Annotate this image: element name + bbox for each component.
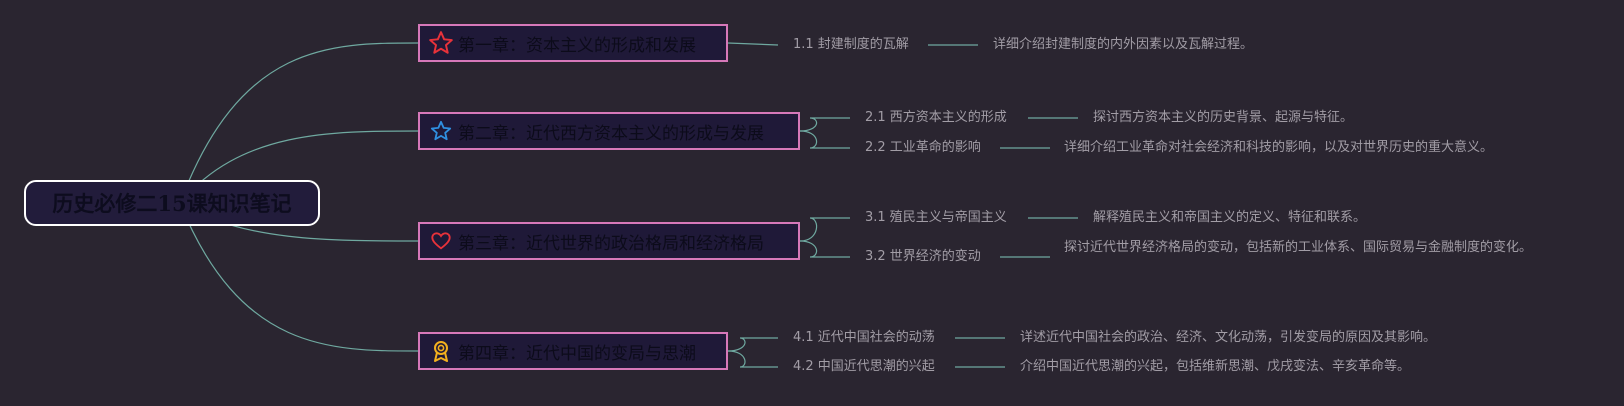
chapter-4-to-section-1-line: [727, 337, 778, 352]
chapter-3-to-section-1-line: [799, 217, 850, 242]
section-3-1-detail[interactable]: 解释殖民主义和帝国主义的定义、特征和联系。: [1093, 210, 1367, 225]
chapter-1-node[interactable]: 第一章：资本主义的形成和发展: [418, 24, 728, 62]
section-2-2-detail[interactable]: 详细介绍工业革命对社会经济和科技的影响，以及对世界历史的重大意义。: [1064, 140, 1494, 155]
root-to-chapter-2-line: [179, 130, 419, 204]
section-4-1-detail[interactable]: 详述近代中国社会的政治、经济、文化动荡，引发变局的原因及其影响。: [1020, 330, 1437, 345]
section-4-2-detail[interactable]: 介绍中国近代思潮的兴起，包括维新思潮、戊戌变法、辛亥革命等。: [1020, 359, 1411, 374]
chapter-title: 第一章：资本主义的形成和发展: [458, 35, 696, 56]
star-icon: [428, 30, 454, 56]
root-to-chapter-4-line: [179, 202, 419, 352]
root-title: 历史必修二15课知识笔记: [52, 191, 292, 216]
root-node[interactable]: 历史必修二15课知识笔记: [24, 180, 320, 226]
chapter-2-to-section-2-line: [799, 130, 850, 149]
chapter-3-node[interactable]: 第三章：近代世界的政治格局和经济格局: [418, 222, 800, 260]
section-4-1-node[interactable]: 4.1 近代中国社会的动荡: [793, 330, 935, 345]
chapter-1-to-section-1-line: [727, 42, 779, 46]
root-to-chapter-1-line: [179, 42, 419, 204]
section-3-1-node[interactable]: 3.1 殖民主义与帝国主义: [865, 210, 1007, 225]
section-2-1-detail[interactable]: 探讨西方资本主义的历史背景、起源与特征。: [1093, 110, 1354, 125]
section-3-2-detail[interactable]: 探讨近代世界经济格局的变动，包括新的工业体系、国际贸易与金融制度的变化。: [1064, 240, 1533, 255]
chapter-3-to-section-2-line: [799, 240, 850, 258]
section-2-1-node[interactable]: 2.1 西方资本主义的形成: [865, 110, 1007, 125]
chapter-2-to-section-1-line: [799, 117, 850, 132]
award-icon: [428, 338, 454, 364]
section-4-2-node[interactable]: 4.2 中国近代思潮的兴起: [793, 359, 935, 374]
chapter-4-node[interactable]: 第四章：近代中国的变局与思潮: [418, 332, 728, 370]
chapter-title: 第四章：近代中国的变局与思潮: [458, 343, 696, 364]
section-1-1-node[interactable]: 1.1 封建制度的瓦解: [793, 37, 909, 52]
chapter-4-to-section-2-line: [727, 350, 778, 368]
chapter-2-node[interactable]: 第二章：近代西方资本主义的形成与发展: [418, 112, 800, 150]
heart-icon: [428, 228, 454, 254]
star-outline-icon: [428, 118, 454, 144]
section-1-1-detail[interactable]: 详细介绍封建制度的内外因素以及瓦解过程。: [993, 37, 1254, 52]
chapter-title: 第三章：近代世界的政治格局和经济格局: [458, 233, 764, 254]
chapter-title: 第二章：近代西方资本主义的形成与发展: [458, 123, 764, 144]
section-2-2-node[interactable]: 2.2 工业革命的影响: [865, 140, 981, 155]
section-3-2-node[interactable]: 3.2 世界经济的变动: [865, 249, 981, 264]
